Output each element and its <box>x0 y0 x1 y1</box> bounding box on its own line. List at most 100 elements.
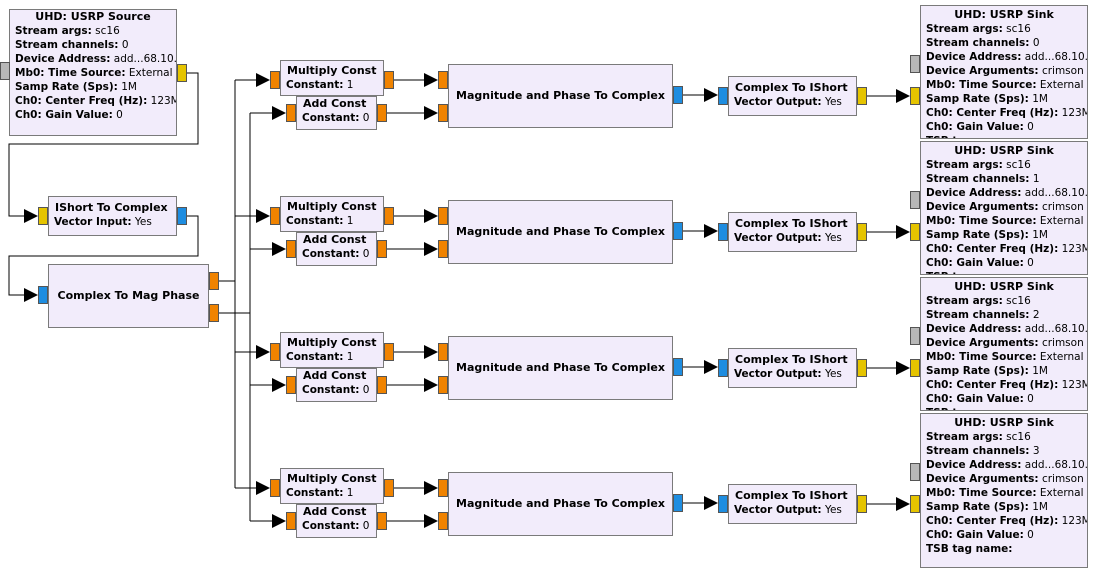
arrow-head <box>256 481 270 495</box>
input-port-phase[interactable] <box>438 376 448 394</box>
input-port-magnitude[interactable] <box>438 479 448 497</box>
mag-phase-to-complex-block[interactable]: Magnitude and Phase To Complex <box>448 472 673 536</box>
output-port[interactable] <box>857 359 867 377</box>
output-port[interactable] <box>377 376 387 394</box>
input-port-magnitude[interactable] <box>438 343 448 361</box>
output-port[interactable] <box>857 87 867 105</box>
arrow-head <box>424 209 438 223</box>
arrow-head <box>24 288 38 302</box>
output-port[interactable] <box>177 207 187 225</box>
input-port[interactable] <box>718 87 728 105</box>
input-port[interactable] <box>286 512 296 530</box>
mag-phase-to-complex-block[interactable]: Magnitude and Phase To Complex <box>448 200 673 264</box>
param-value: crimson <box>1041 473 1084 485</box>
input-port[interactable] <box>910 223 920 241</box>
output-port[interactable] <box>857 495 867 513</box>
output-port[interactable] <box>384 343 394 361</box>
output-port[interactable] <box>384 71 394 89</box>
block-title: Magnitude and Phase To Complex <box>456 89 665 102</box>
message-port[interactable] <box>910 191 920 209</box>
output-port[interactable] <box>673 494 683 512</box>
arrow-head <box>424 378 438 392</box>
output-port[interactable] <box>673 358 683 376</box>
input-port[interactable] <box>38 207 48 225</box>
mag-phase-to-complex-block[interactable]: Magnitude and Phase To Complex <box>448 336 673 400</box>
arrow-head <box>256 73 270 87</box>
param-key: Mb0: Time Source: <box>926 351 1037 363</box>
block-title: Complex To IShort <box>735 489 848 502</box>
mag-phase-to-complex-block[interactable]: Magnitude and Phase To Complex <box>448 64 673 128</box>
input-port[interactable] <box>286 376 296 394</box>
output-port-phase[interactable] <box>209 304 219 322</box>
input-port[interactable] <box>286 104 296 122</box>
param-key: Mb0: Time Source: <box>15 67 126 79</box>
input-port[interactable] <box>286 240 296 258</box>
param-key: Ch0: Gain Value: <box>926 121 1024 133</box>
input-port[interactable] <box>910 359 920 377</box>
param-key: Stream args: <box>15 25 92 37</box>
output-port[interactable] <box>384 479 394 497</box>
input-port[interactable] <box>718 223 728 241</box>
output-port[interactable] <box>384 207 394 225</box>
message-port[interactable] <box>910 463 920 481</box>
input-port-magnitude[interactable] <box>438 207 448 225</box>
input-port-phase[interactable] <box>438 240 448 258</box>
param-row: Mb0: Time Source: External <box>921 78 1087 92</box>
arrow-head <box>424 242 438 256</box>
param-row: Ch0: Gain Value: 0 <box>921 392 1087 406</box>
output-port[interactable] <box>377 240 387 258</box>
param-row: TSB tag name: <box>921 406 1087 410</box>
input-port[interactable] <box>270 343 280 361</box>
block-title: Complex To Mag Phase <box>57 289 200 302</box>
param-row: Mb0: Time Source: External <box>921 214 1087 228</box>
output-port[interactable] <box>377 104 387 122</box>
param-row: TSB tag name: <box>921 134 1087 138</box>
param-value: crimson <box>1041 65 1084 77</box>
input-port[interactable] <box>270 71 280 89</box>
output-port-magnitude[interactable] <box>209 272 219 290</box>
input-port[interactable] <box>910 495 920 513</box>
input-port[interactable] <box>718 495 728 513</box>
input-port-magnitude[interactable] <box>438 71 448 89</box>
message-port[interactable] <box>910 327 920 345</box>
message-port[interactable] <box>0 62 10 80</box>
block-title: Magnitude and Phase To Complex <box>456 497 665 510</box>
input-port-phase[interactable] <box>438 104 448 122</box>
input-port[interactable] <box>270 479 280 497</box>
param-row: Samp Rate (Sps): 1M <box>921 364 1087 378</box>
param-key: Constant: <box>286 215 344 227</box>
input-port-phase[interactable] <box>438 512 448 530</box>
complex-to-mag-phase-block[interactable]: Complex To Mag Phase <box>48 264 209 328</box>
output-port[interactable] <box>673 222 683 240</box>
ishort-to-complex-block[interactable]: IShort To Complex Vector Input: Yes <box>48 196 177 236</box>
output-port[interactable] <box>377 512 387 530</box>
output-port[interactable] <box>177 64 187 82</box>
param-key: Samp Rate (Sps): <box>926 93 1029 105</box>
param-row: Ch0: Gain Value: 0 <box>921 528 1087 542</box>
input-port[interactable] <box>38 286 48 304</box>
param-value: Yes <box>134 216 152 228</box>
output-port[interactable] <box>857 223 867 241</box>
output-port[interactable] <box>673 86 683 104</box>
input-port[interactable] <box>910 87 920 105</box>
input-port[interactable] <box>718 359 728 377</box>
message-port[interactable] <box>910 55 920 73</box>
input-port[interactable] <box>270 207 280 225</box>
